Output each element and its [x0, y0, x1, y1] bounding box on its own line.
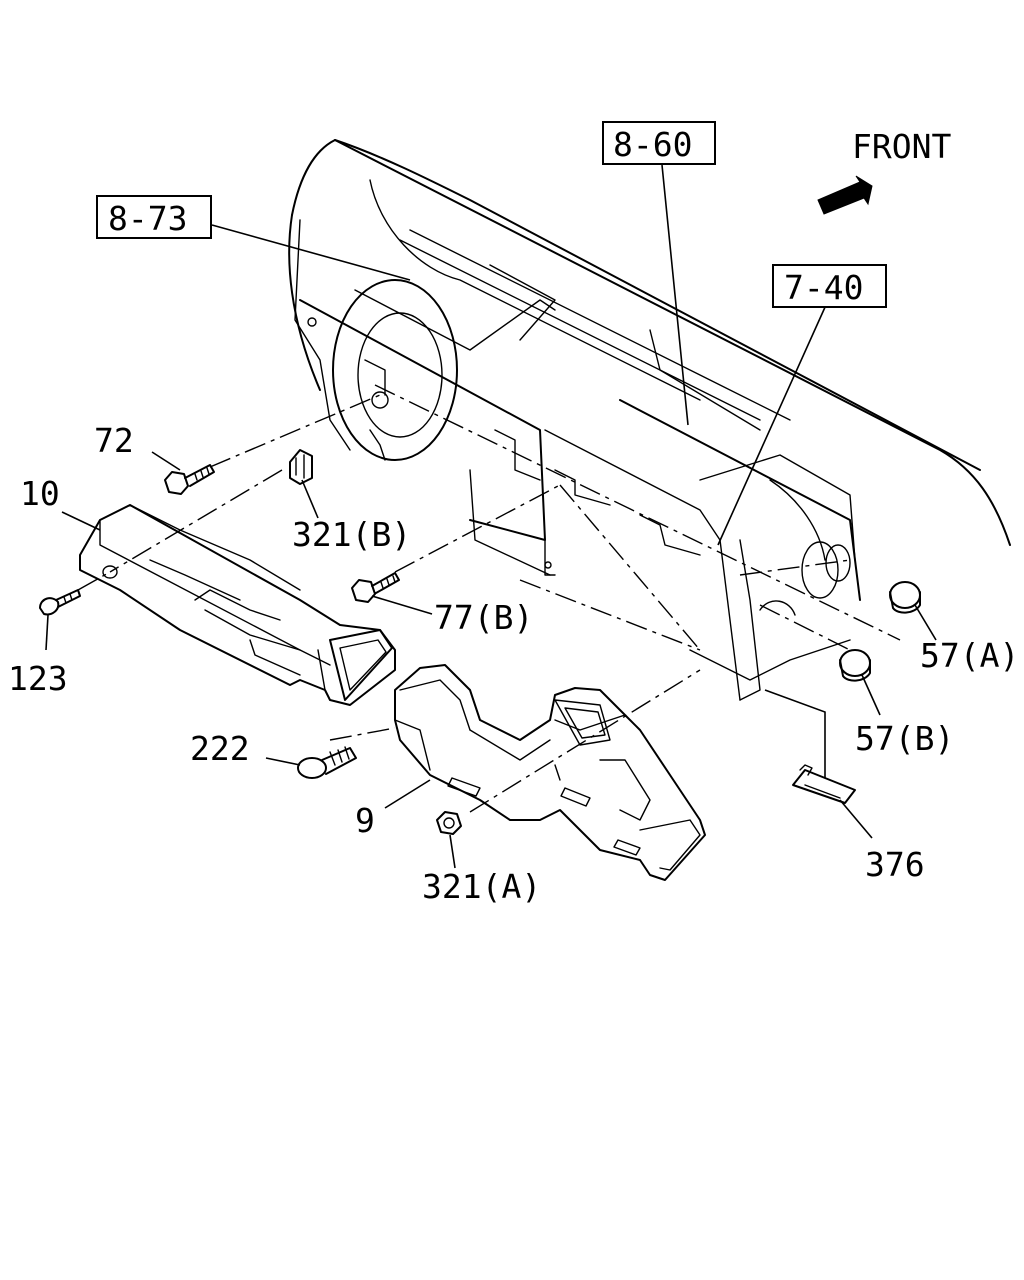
- callout-77b: 77(B): [434, 598, 533, 637]
- svg-text:7-40: 7-40: [784, 268, 863, 307]
- callout-321b: 321(B): [292, 515, 411, 554]
- callout-376: 376: [865, 845, 925, 884]
- plug-part-57a: [889, 581, 921, 614]
- callout-123: 123: [8, 659, 68, 698]
- svg-text:8-73: 8-73: [108, 199, 187, 238]
- callout-10: 10: [20, 474, 60, 513]
- duct-part-10: [79, 504, 396, 706]
- nut-part-321a: [436, 811, 462, 835]
- instrument-panel-assembly: [288, 139, 1011, 701]
- callout-9: 9: [355, 801, 375, 840]
- duct-part-9: [394, 664, 706, 881]
- svg-text:8-60: 8-60: [613, 125, 692, 164]
- push-clip-part-222: [297, 746, 357, 779]
- callout-57b: 57(B): [855, 719, 954, 758]
- bolt-part-77b: [351, 572, 400, 603]
- callout-222: 222: [190, 729, 250, 768]
- callout-72: 72: [94, 421, 134, 460]
- front-label: FRONT: [852, 127, 951, 166]
- clip-part-321b: [289, 449, 313, 485]
- ref-box-7-40: 7-40: [772, 264, 887, 308]
- callout-57a: 57(A): [920, 636, 1019, 675]
- screw-part-123: [39, 589, 81, 616]
- ref-box-8-73: 8-73: [96, 195, 212, 239]
- assembly-lines: [77, 384, 901, 813]
- clip-part-376: [792, 764, 856, 804]
- callout-321a: 321(A): [422, 867, 541, 906]
- ref-box-8-60: 8-60: [602, 121, 716, 165]
- arrow-front-icon: [817, 175, 873, 215]
- plug-part-57b: [839, 649, 871, 682]
- bolt-part-72: [164, 464, 215, 495]
